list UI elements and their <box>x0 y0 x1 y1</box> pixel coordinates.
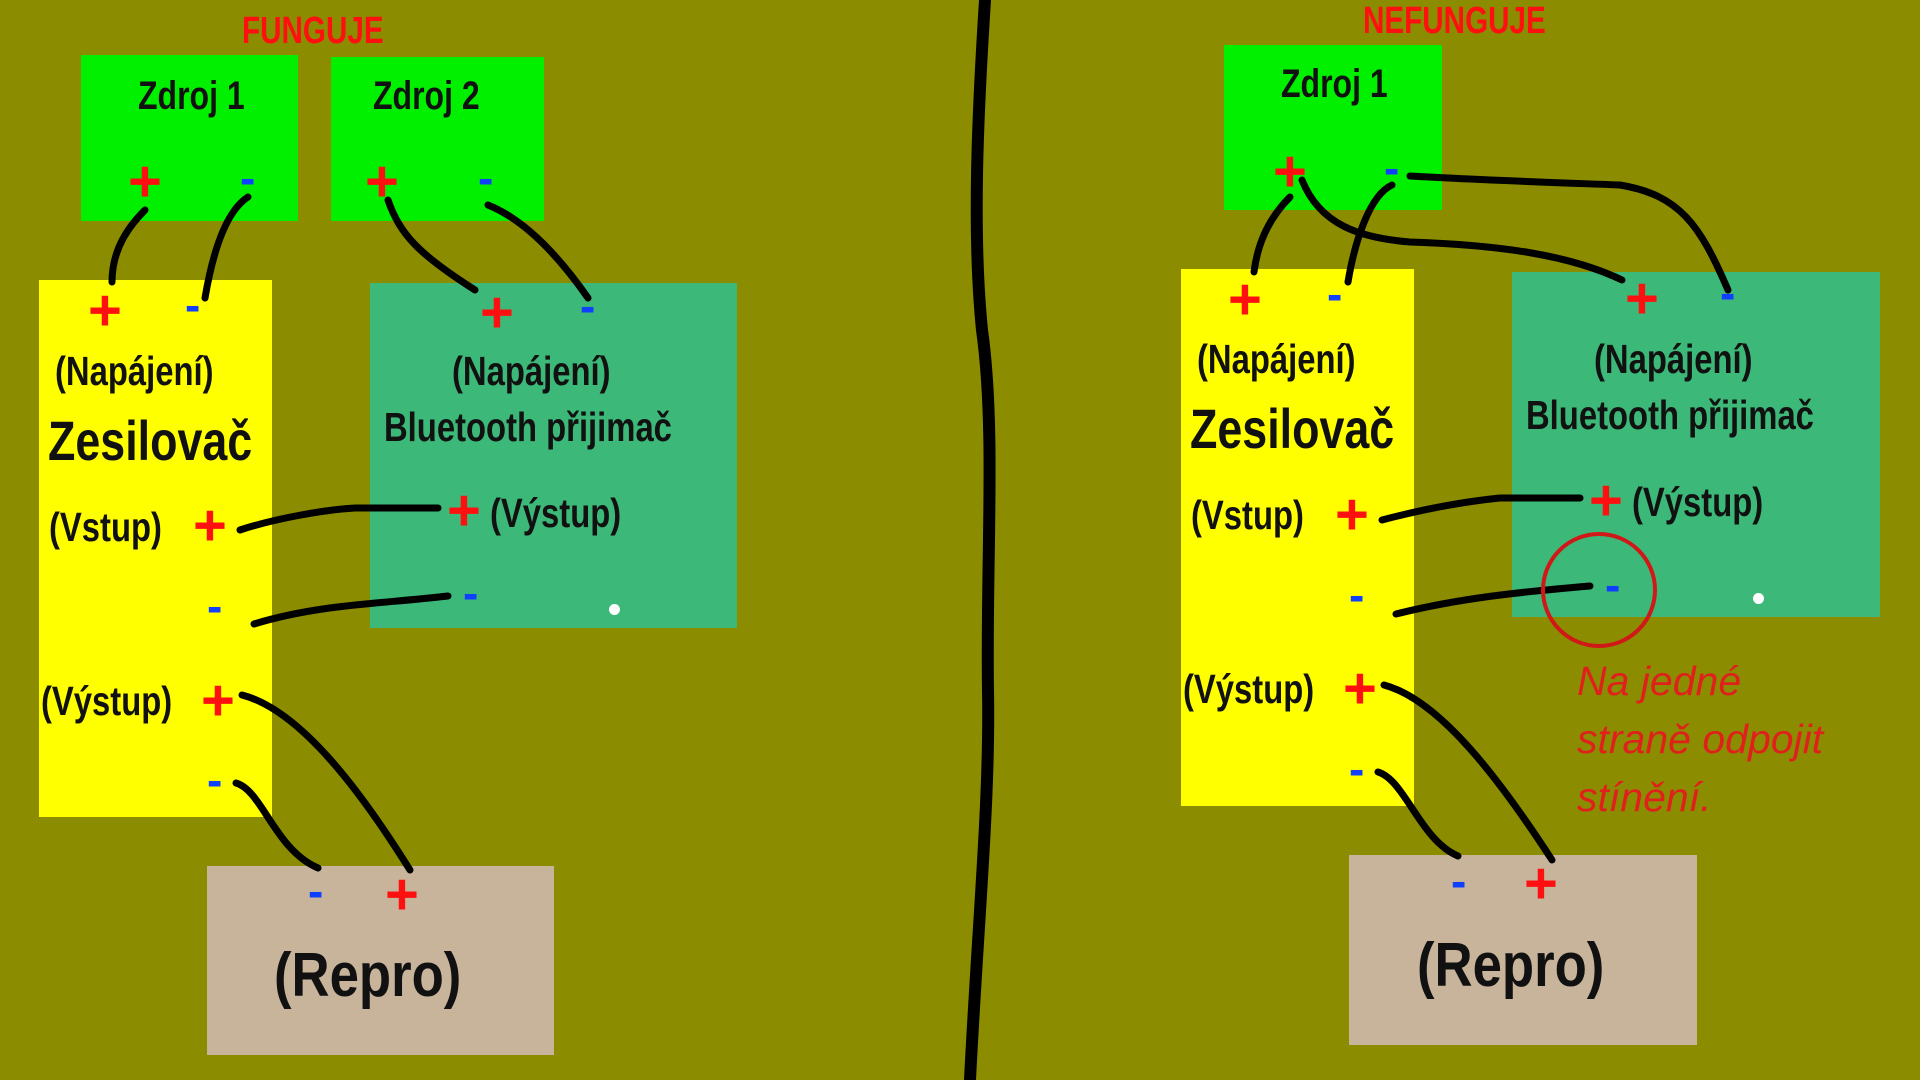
right-wire-src1-minus-bt <box>1406 172 1732 294</box>
left-amp-output-label: (Výstup) <box>41 678 173 724</box>
left-source1-plus: + <box>128 149 162 214</box>
right-wire-src1-plus-bt <box>1298 176 1626 284</box>
left-amp-power-plus: + <box>88 278 122 343</box>
right-wire-src1-minus-amp <box>1344 181 1396 286</box>
left-wire-amp-out-minus-spk <box>232 779 322 872</box>
left-wire-src2-plus-bt <box>384 196 479 294</box>
right-source1-minus: - <box>1384 142 1400 194</box>
right-bt-power-label: (Napájení) <box>1594 336 1753 382</box>
right-bt-output-plus: + <box>1589 468 1623 533</box>
left-bt-box <box>370 283 737 628</box>
left-speaker-box <box>207 866 554 1055</box>
left-speaker-plus: + <box>385 862 419 927</box>
right-bt-title: Bluetooth přijimač <box>1526 392 1814 438</box>
right-amp-power-plus: + <box>1228 267 1262 332</box>
right-wire-src1-plus-amp <box>1250 193 1294 276</box>
left-bt-led-dot <box>609 604 620 615</box>
left-source2-minus: - <box>478 152 494 204</box>
right-bt-box <box>1512 272 1880 617</box>
right-amp-power-label: (Napájení) <box>1197 336 1356 382</box>
left-bt-output-plus: + <box>447 478 481 543</box>
right-wire-bt-minus-amp-input <box>1392 582 1594 618</box>
right-heading: NEFUNGUJE <box>1363 0 1546 42</box>
left-bt-title: Bluetooth přijimač <box>384 404 672 450</box>
right-wire-amp-out-minus-spk <box>1374 768 1462 860</box>
left-wire-src2-minus-bt <box>484 201 592 302</box>
left-source1-label: Zdroj 1 <box>138 74 245 118</box>
right-amp-input-minus: - <box>1349 569 1365 621</box>
right-amp-input-label: (Vstup) <box>1191 492 1304 538</box>
left-amp-title: Zesilovač <box>48 409 253 472</box>
right-speaker-label: (Repro) <box>1417 931 1605 1000</box>
left-wire-bt-minus-amp-input <box>250 592 452 628</box>
right-speaker-minus: - <box>1451 855 1467 907</box>
right-bt-output-minus: - <box>1605 559 1621 611</box>
right-amp-title: Zesilovač <box>1190 397 1395 460</box>
right-amp-output-plus: + <box>1343 656 1377 721</box>
right-bt-output-label: (Výstup) <box>1632 479 1764 525</box>
left-amp-power-minus: - <box>185 279 201 331</box>
right-bt-led-dot <box>1753 593 1764 604</box>
right-wire-bt-plus-amp-input <box>1378 494 1584 524</box>
left-source1-box <box>81 55 298 221</box>
right-source1-plus: + <box>1273 139 1307 204</box>
left-amp-output-minus: - <box>207 754 223 806</box>
left-amp-power-label: (Napájení) <box>55 348 214 394</box>
right-amp-power-minus: - <box>1327 268 1343 320</box>
right-amp-box <box>1181 269 1414 806</box>
left-bt-power-plus: + <box>480 280 514 345</box>
right-shield-highlight-circle <box>1541 532 1657 648</box>
left-amp-input-minus: - <box>207 580 223 632</box>
divider-line <box>964 0 996 1080</box>
right-amp-output-label: (Výstup) <box>1183 666 1315 712</box>
left-wire-src1-minus-amp <box>201 193 252 302</box>
left-source2-label: Zdroj 2 <box>373 74 480 118</box>
right-amp-output-minus: - <box>1349 743 1365 795</box>
left-source2-box <box>331 57 544 221</box>
left-bt-output-label: (Výstup) <box>490 490 622 536</box>
right-speaker-box <box>1349 855 1697 1045</box>
left-amp-input-plus: + <box>193 493 227 558</box>
left-bt-output-minus: - <box>463 567 479 619</box>
left-source2-plus: + <box>365 149 399 214</box>
right-bt-power-plus: + <box>1625 266 1659 331</box>
right-source1-label: Zdroj 1 <box>1281 62 1388 106</box>
left-source1-minus: - <box>240 152 256 204</box>
left-speaker-label: (Repro) <box>274 941 462 1010</box>
right-speaker-plus: + <box>1524 851 1558 916</box>
right-note-text: Na jedné straně odpojit stínění. <box>1577 658 1824 820</box>
left-wire-src1-plus-amp <box>108 206 149 286</box>
left-amp-output-plus: + <box>201 668 235 733</box>
left-wire-bt-plus-amp-input <box>236 504 442 534</box>
left-amp-box <box>39 280 272 817</box>
left-bt-power-label: (Napájení) <box>452 348 611 394</box>
left-heading: FUNGUJE <box>242 10 384 52</box>
right-wire-amp-out-plus-spk <box>1380 681 1556 864</box>
left-speaker-minus: - <box>308 865 324 917</box>
left-amp-input-label: (Vstup) <box>49 504 162 550</box>
right-source1-box <box>1224 45 1442 210</box>
right-amp-input-plus: + <box>1335 482 1369 547</box>
left-wire-amp-out-plus-spk <box>238 691 414 874</box>
